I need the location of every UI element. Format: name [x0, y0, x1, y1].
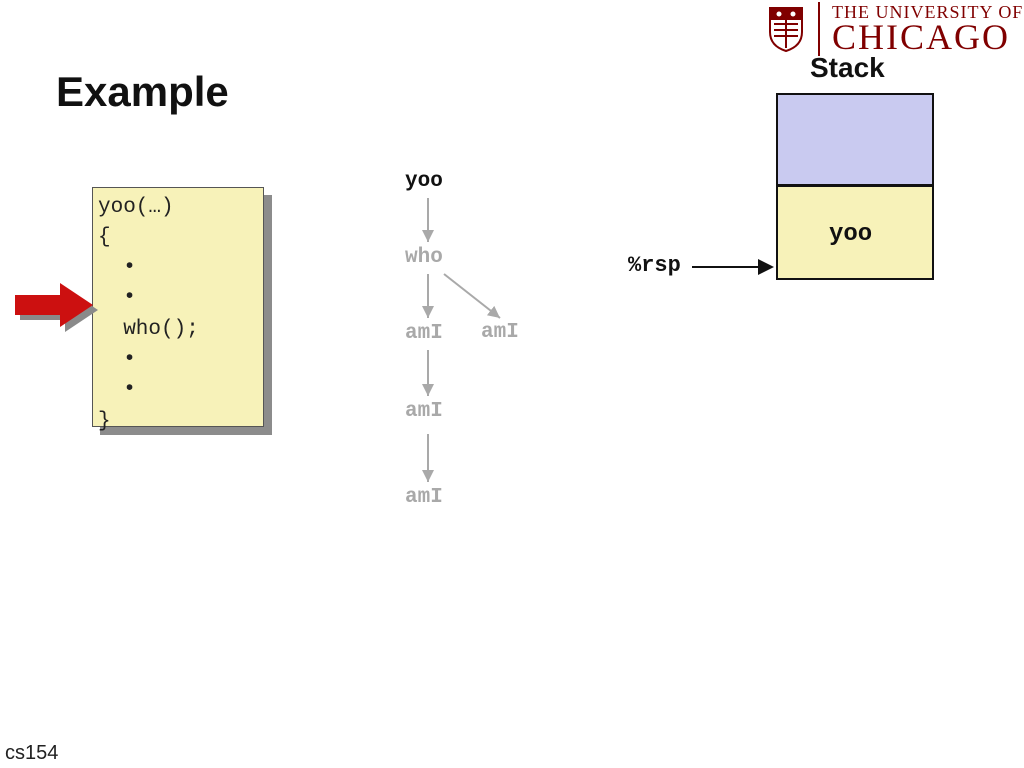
code-line-call-who: who(); — [98, 318, 199, 341]
call-tree-node-who: who — [405, 246, 443, 269]
logo-university-text: THE UNIVERSITY OF — [832, 2, 1024, 22]
logo-divider — [818, 2, 820, 56]
call-tree-node-ami: amI — [481, 321, 519, 344]
stack-pointer-label: %rsp — [628, 253, 681, 278]
call-tree-node-ami: amI — [405, 400, 443, 423]
code-line-dot: • — [98, 348, 136, 371]
stack-frame-label: yoo — [829, 221, 873, 248]
stack-label: Stack — [810, 52, 885, 83]
stack-frame-yoo: yoo — [776, 185, 934, 280]
code-line-open-brace: { — [98, 226, 111, 249]
code-line-dot: • — [98, 286, 136, 309]
university-crest-icon — [769, 7, 803, 52]
code-box — [92, 187, 264, 427]
call-tree-node-ami: amI — [405, 322, 443, 345]
code-line-dot: • — [98, 378, 136, 401]
code-line-dot: • — [98, 256, 136, 279]
logo-chicago-text: CHICAGO — [832, 17, 1011, 57]
red-arrow-icon — [15, 283, 93, 327]
call-tree-node-ami: amI — [405, 486, 443, 509]
course-footer: cs154 — [5, 742, 59, 764]
call-tree-node-yoo: yoo — [405, 170, 443, 193]
edge-who-ami-right — [443, 273, 501, 319]
code-line-signature: yoo(…) — [98, 196, 174, 219]
stack-frame-caller — [776, 93, 934, 186]
slide-title: Example — [56, 68, 229, 115]
code-line-close-brace: } — [98, 410, 111, 433]
